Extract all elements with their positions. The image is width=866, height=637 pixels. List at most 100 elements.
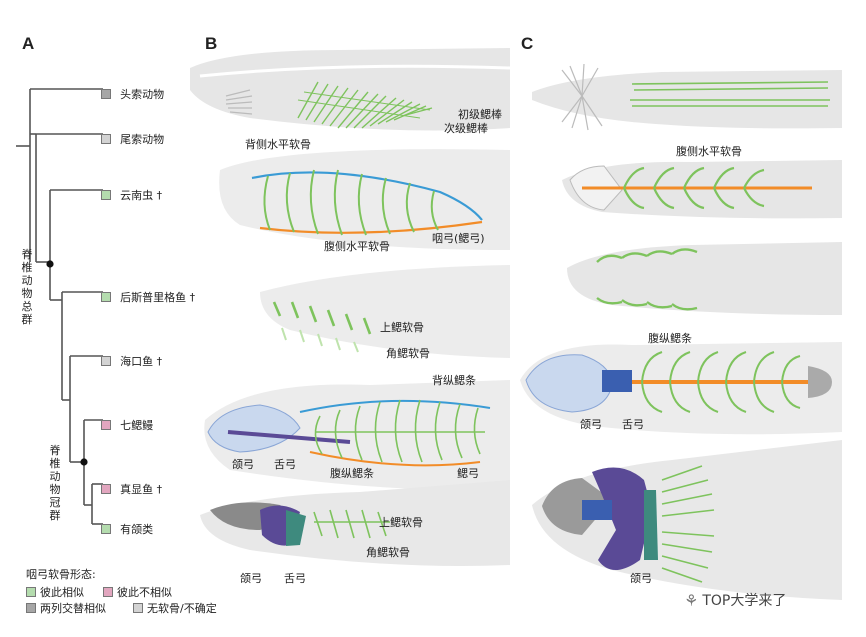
label-c-jaw-arch: 颌弓 xyxy=(580,418,602,431)
panel-c-illustration xyxy=(520,63,842,600)
taxon-euphanerops: 真显鱼 † xyxy=(101,478,162,497)
legend-swatch xyxy=(26,587,36,597)
label-gill-arch: 鳃弓 xyxy=(457,467,479,480)
label-pharyngeal-arch: 咽弓(鳃弓) xyxy=(432,232,485,245)
lamprey-ventral-jaw xyxy=(602,370,632,392)
taxon-cephalochordata: 头索动物 xyxy=(101,83,164,102)
label-c-ventral-longitudinal: 腹纵鳃条 xyxy=(648,332,692,345)
metaspriggina-ceratobranchials xyxy=(281,327,359,353)
legend-label: 彼此相似 xyxy=(40,586,84,599)
taxon-haikouichthys: 海口鱼 † xyxy=(101,350,162,369)
clade-char: 群 xyxy=(49,509,61,522)
gnathostome-ventral-hyoid xyxy=(644,490,658,560)
metaspriggina-epibranchials xyxy=(272,301,372,335)
panel-a-letter: A xyxy=(22,34,35,53)
clade-char: 动 xyxy=(49,470,61,483)
gnathostome-hyoid xyxy=(286,510,306,546)
taxon-label: 后斯普里格鱼 † xyxy=(120,291,196,304)
lamprey-body xyxy=(204,380,510,490)
legend-swatch xyxy=(103,587,113,597)
legend-swatch xyxy=(133,603,143,613)
legend-title: 咽弓软骨形态: xyxy=(26,568,96,581)
clade-char: 椎 xyxy=(49,457,61,470)
taxon-swatch xyxy=(101,189,111,200)
label-epibranchial: 上鳃软骨 xyxy=(380,321,424,334)
taxon-metaspriggina: 后斯普里格鱼 † xyxy=(101,286,195,305)
lamprey-ventral-tail-cap xyxy=(808,366,832,398)
taxon-yunnanozoon: 云南虫 † xyxy=(101,184,162,203)
legend-item-none: 无软骨/不确定 xyxy=(133,600,217,616)
lamprey-jaw xyxy=(227,430,351,444)
watermark: ⚘ TOP大学来了 xyxy=(684,590,786,610)
yunnanozoon-gill-arches xyxy=(263,169,439,236)
taxon-label: 真显鱼 † xyxy=(120,483,163,496)
clade-crown-group-label: 脊 椎 动 物 冠 群 xyxy=(48,444,62,522)
label-c-hyoid-arch: 舌弓 xyxy=(622,418,644,431)
wechat-icon: ⚘ xyxy=(684,590,699,610)
taxon-label: 海口鱼 † xyxy=(120,355,163,368)
label-ceratobranchial-2: 角鳃软骨 xyxy=(366,546,410,559)
amphioxus-dorsal-cirri xyxy=(561,63,603,131)
gnathostome-ventral-jaw xyxy=(592,467,652,570)
legend-label: 两列交替相似 xyxy=(40,602,106,615)
taxon-label: 云南虫 † xyxy=(120,189,163,202)
amphioxus-oral-cirri xyxy=(225,89,253,115)
label-jaw-arch: 颌弓 xyxy=(232,458,254,471)
clade-char: 脊 xyxy=(21,248,33,261)
legend-item-similar: 彼此相似 xyxy=(26,584,84,600)
legend-item-dissimilar: 彼此不相似 xyxy=(103,584,172,600)
label-hyoid-arch: 舌弓 xyxy=(274,458,296,471)
taxon-swatch xyxy=(101,133,111,144)
total-group-node xyxy=(46,260,54,268)
label-c-jaw-arch-2: 颌弓 xyxy=(630,572,652,585)
label-hyoid-arch-2: 舌弓 xyxy=(284,572,306,585)
taxon-lamprey: 七鳃鳗 xyxy=(101,414,153,433)
amphioxus-notochord xyxy=(199,64,510,78)
panel-b-illustration xyxy=(190,48,510,566)
amphioxus-gill-bars xyxy=(297,81,433,129)
clade-char: 群 xyxy=(21,313,33,326)
gnathostome-ventral-arches xyxy=(661,465,715,583)
amphioxus-dorsal-gill-bars xyxy=(630,81,830,107)
label-c-ventral-bar: 腹侧水平软骨 xyxy=(676,145,742,158)
taxon-label: 七鳃鳗 xyxy=(120,419,154,432)
legend-label: 无软骨/不确定 xyxy=(147,602,217,615)
watermark-text: TOP大学来了 xyxy=(702,593,787,609)
lamprey-gill-basket xyxy=(314,399,485,463)
clade-char: 物 xyxy=(21,287,33,300)
panel-b-letter: B xyxy=(205,34,218,53)
label-ceratobranchial: 角鳃软骨 xyxy=(386,347,430,360)
legend-swatch xyxy=(26,603,36,613)
lamprey-dorsal-longitudinal xyxy=(299,399,491,413)
clade-char: 椎 xyxy=(21,261,33,274)
gnathostome-ventral-braincase xyxy=(542,478,612,535)
label-jaw-arch-2: 颌弓 xyxy=(240,572,262,585)
taxon-swatch xyxy=(101,291,111,302)
legend-label: 彼此不相似 xyxy=(117,586,172,599)
clade-char: 动 xyxy=(21,274,33,287)
ventral-arches-c xyxy=(622,166,765,210)
taxon-label: 尾索动物 xyxy=(120,133,165,146)
label-epibranchial-2: 上鳃软骨 xyxy=(379,516,423,529)
taxon-label: 头索动物 xyxy=(120,88,165,101)
taxon-swatch xyxy=(101,483,111,494)
crown-group-node xyxy=(80,458,88,466)
label-primary-rod: 初级鳃棒 xyxy=(458,108,502,121)
label-ventral-bar: 腹侧水平软骨 xyxy=(324,240,390,253)
taxon-label: 有颌类 xyxy=(120,523,154,536)
clade-char: 总 xyxy=(21,300,33,313)
lamprey-ventral-longitudinal xyxy=(309,451,481,467)
clade-char: 物 xyxy=(49,483,61,496)
metaspriggina-body xyxy=(260,265,510,358)
taxon-swatch xyxy=(101,88,111,99)
label-dorsal-bar: 背侧水平软骨 xyxy=(245,138,311,151)
lamprey-ventral-arches xyxy=(641,351,801,413)
label-ventral-longitudinal: 腹纵鳃条 xyxy=(330,467,374,480)
taxon-swatch xyxy=(101,419,111,430)
clade-char: 冠 xyxy=(49,496,61,509)
gnathostome-gill-arches xyxy=(313,509,390,539)
label-dorsal-longitudinal: 背纵鳃条 xyxy=(432,374,476,387)
taxon-tunicata: 尾索动物 xyxy=(101,128,164,147)
taxon-swatch xyxy=(101,523,111,534)
legend-item-alternating: 两列交替相似 xyxy=(26,600,106,616)
